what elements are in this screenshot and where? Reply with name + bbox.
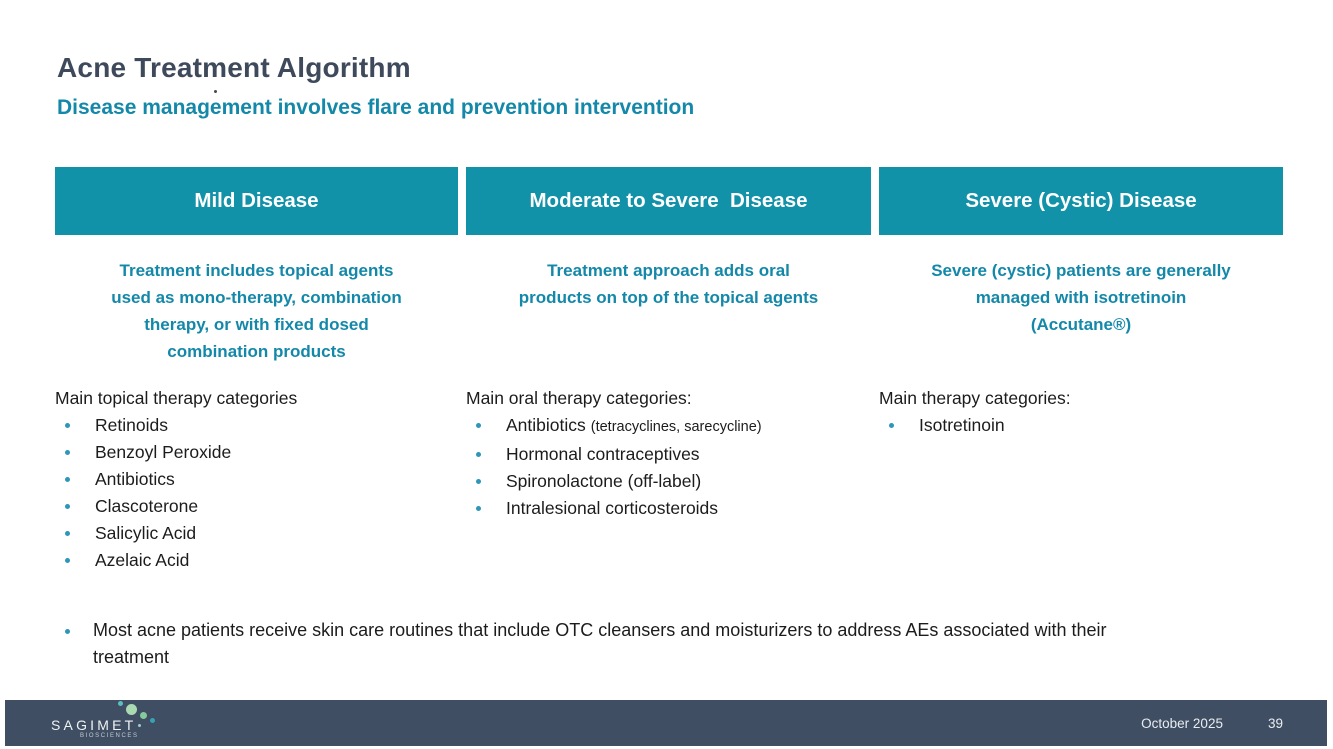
- logo-dot-icon: [138, 724, 141, 727]
- list-item-label: Retinoids: [95, 415, 168, 435]
- description-line: combination products: [167, 342, 346, 361]
- therapy-list-mild: Retinoids Benzoyl Peroxide Antibiotics C…: [55, 412, 458, 574]
- slide-date: October 2025: [1141, 715, 1223, 731]
- list-item-label: Clascoterone: [95, 496, 199, 516]
- bullet-icon: [889, 423, 894, 428]
- description-line: (Accutane®): [1030, 315, 1132, 334]
- bullet-icon: [65, 558, 70, 563]
- footnote: Most acne patients receive skin care rou…: [55, 617, 1128, 671]
- list-item: Antibiotics(tetracyclines, sarecycline): [466, 412, 871, 441]
- description-line: Severe (cystic) patients are generally: [931, 261, 1231, 280]
- page-title: Acne Treatment Algorithm: [57, 52, 411, 83]
- bullet-icon: [476, 479, 481, 484]
- footnote-text: Most acne patients receive skin care rou…: [93, 620, 1107, 667]
- bullet-icon: [65, 423, 70, 428]
- list-item: Clascoterone: [55, 493, 458, 520]
- sagimet-logo: SAGIMET BIOSCIENCES: [45, 700, 205, 746]
- bullet-icon: [65, 477, 70, 482]
- list-item-label: Intralesional corticosteroids: [506, 498, 719, 518]
- therapy-list-moderate-severe: Antibiotics(tetracyclines, sarecycline) …: [466, 412, 871, 522]
- bullet-icon: [476, 452, 481, 457]
- description-line: Treatment approach adds oral: [547, 261, 790, 280]
- therapy-list-severe-cystic: Isotretinoin: [879, 412, 1283, 439]
- list-item-label: Salicylic Acid: [95, 523, 197, 543]
- bullet-icon: [65, 629, 70, 634]
- list-item: Salicylic Acid: [55, 520, 458, 547]
- list-item-label: Antibiotics: [95, 469, 175, 489]
- bullet-icon: [476, 423, 481, 428]
- list-heading-severe-cystic: Main therapy categories:: [879, 388, 1071, 408]
- list-item: Benzoyl Peroxide: [55, 439, 458, 466]
- treatment-columns: Mild Disease Treatment includes topical …: [55, 167, 1283, 574]
- column-severe-cystic-disease: Severe (Cystic) Disease Severe (cystic) …: [879, 167, 1283, 574]
- bullet-icon: [65, 531, 70, 536]
- page-number: 39: [1267, 715, 1283, 731]
- list-item: Isotretinoin: [879, 412, 1283, 439]
- list-item-label: Spironolactone (off-label): [506, 471, 702, 491]
- list-item: Antibiotics: [55, 466, 458, 493]
- stray-mark: [214, 90, 217, 93]
- column-description-moderate-severe: Treatment approach adds oral products on…: [466, 235, 871, 385]
- description-line: therapy, or with fixed dosed: [144, 315, 369, 334]
- column-list-mild: Main topical therapy categories Retinoid…: [55, 385, 458, 574]
- bullet-icon: [65, 450, 70, 455]
- footer-bar: SAGIMET BIOSCIENCES October 2025 39: [5, 700, 1327, 746]
- list-item: Hormonal contraceptives: [466, 441, 871, 468]
- logo-wordmark: SAGIMET: [51, 717, 137, 733]
- description-line: managed with isotretinoin: [975, 288, 1187, 307]
- list-item: Azelaic Acid: [55, 547, 458, 574]
- description-line: Treatment includes topical agents: [119, 261, 394, 280]
- column-description-mild: Treatment includes topical agents used a…: [55, 235, 458, 385]
- description-line: products on top of the topical agents: [518, 288, 819, 307]
- list-item-label: Azelaic Acid: [95, 550, 190, 570]
- list-item-label: Antibiotics(tetracyclines, sarecycline): [506, 415, 762, 435]
- list-item-note: (tetracyclines, sarecycline): [590, 419, 762, 435]
- logo-dot-icon: [150, 718, 155, 723]
- list-item: Retinoids: [55, 412, 458, 439]
- logo-dot-icon: [140, 712, 147, 719]
- list-item: Intralesional corticosteroids: [466, 495, 871, 522]
- list-item: Spironolactone (off-label): [466, 468, 871, 495]
- column-list-moderate-severe: Main oral therapy categories: Antibiotic…: [466, 385, 871, 522]
- list-item-label: Benzoyl Peroxide: [95, 442, 232, 462]
- list-heading-mild: Main topical therapy categories: [55, 388, 298, 408]
- logo-tagline: BIOSCIENCES: [80, 733, 139, 739]
- list-item-label: Hormonal contraceptives: [506, 444, 700, 464]
- logo-dot-icon: [118, 701, 123, 706]
- description-line: used as mono-therapy, combination: [111, 288, 402, 307]
- column-header-severe-cystic: Severe (Cystic) Disease: [879, 167, 1283, 235]
- column-mild-disease: Mild Disease Treatment includes topical …: [55, 167, 458, 574]
- column-description-severe-cystic: Severe (cystic) patients are generally m…: [879, 235, 1283, 385]
- page-subtitle: Disease management involves flare and pr…: [57, 96, 695, 119]
- logo-dot-icon: [126, 704, 137, 715]
- column-list-severe-cystic: Main therapy categories: Isotretinoin: [879, 385, 1283, 439]
- list-item-label: Isotretinoin: [919, 415, 1005, 435]
- column-header-mild: Mild Disease: [55, 167, 458, 235]
- bullet-icon: [476, 506, 481, 511]
- column-header-moderate-severe: Moderate to Severe Disease: [466, 167, 871, 235]
- list-heading-moderate-severe: Main oral therapy categories:: [466, 388, 692, 408]
- column-moderate-severe-disease: Moderate to Severe Disease Treatment app…: [466, 167, 871, 574]
- footer-meta: October 2025 39: [1141, 700, 1283, 746]
- bullet-icon: [65, 504, 70, 509]
